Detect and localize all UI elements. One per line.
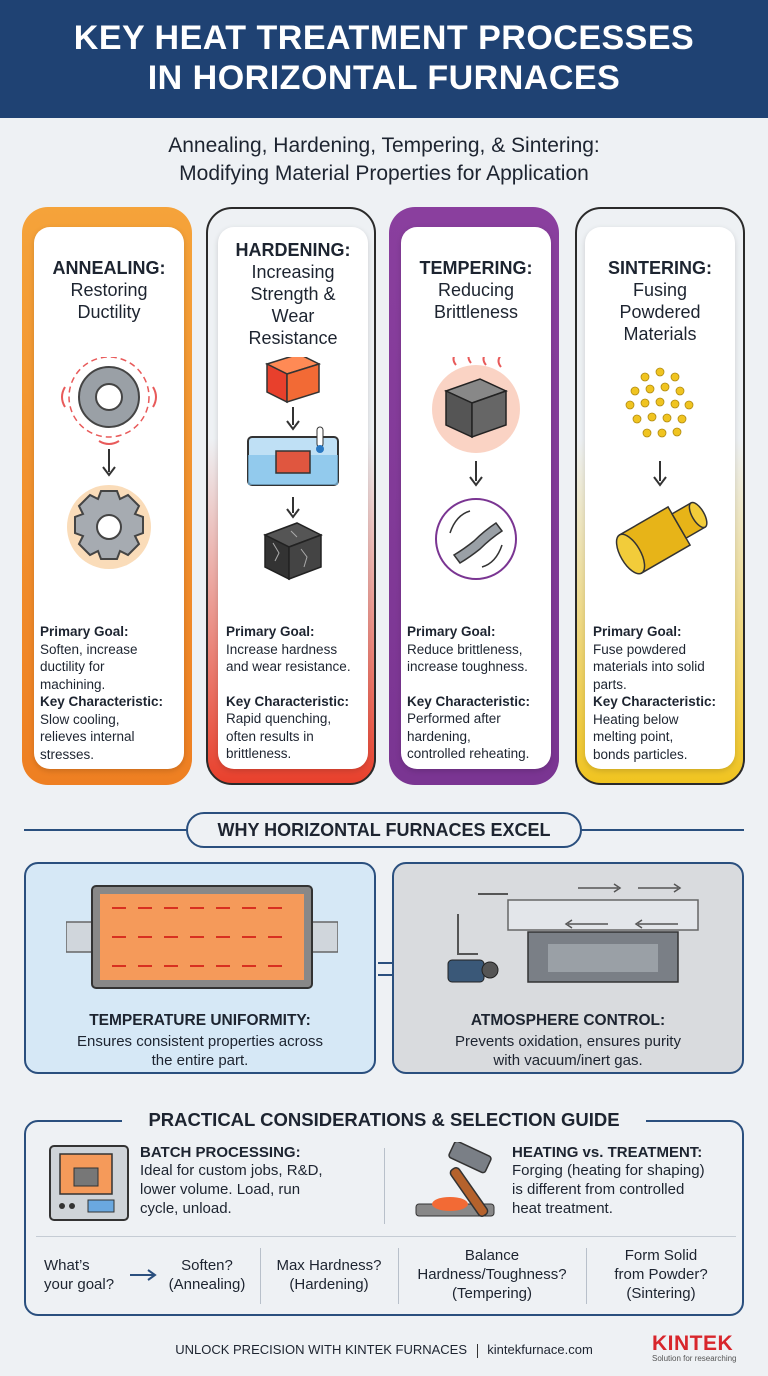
option-hardening: Max Hardness? (Hardening) <box>276 1257 382 1293</box>
footer-text: UNLOCK PRECISION WITH KINTEK FURNACES <box>175 1342 468 1357</box>
temperature-uniformity-text: Ensures consistent properties across the… <box>77 1033 323 1069</box>
gear-stress-relief-icon <box>61 357 157 569</box>
kintek-logo: KINTEK Solution for researching <box>652 1332 737 1363</box>
powder-to-solid-icon <box>615 367 708 575</box>
atmosphere-control-text: Prevents oxidation, ensures purity with … <box>455 1033 681 1069</box>
footer: UNLOCK PRECISION WITH KINTEK FURNACES ki… <box>0 1342 768 1358</box>
subtitle-line-1: Annealing, Hardening, Tempering, & Sinte… <box>168 134 600 157</box>
option-divider <box>586 1248 587 1304</box>
hardening-details: Primary Goal: Increase hardness and wear… <box>226 624 351 761</box>
forging-hammer-icon <box>415 1142 495 1217</box>
annealing-card: ANNEALING: Restoring Ductility Primary G… <box>22 207 192 785</box>
temperature-uniformity-title: TEMPERATURE UNIFORMITY: <box>89 1012 311 1029</box>
why-section-title: WHY HORIZONTAL FURNACES EXCEL <box>186 812 582 848</box>
subtitle-line-2: Modifying Material Properties for Applic… <box>179 162 589 185</box>
footer-url[interactable]: kintekfurnace.com <box>487 1342 593 1357</box>
tempering-card: TEMPERING: Reducing Brittleness Primary … <box>389 207 559 785</box>
tempered-block-icon <box>432 357 520 580</box>
hardening-card: HARDENING: Increasing Strength & Wear Re… <box>206 207 376 785</box>
atmosphere-control-title: ATMOSPHERE CONTROL: <box>470 1012 666 1029</box>
goal-question: What’s your goal? <box>44 1257 115 1293</box>
page-title-line-1: KEY HEAT TREATMENT PROCESSES <box>73 19 695 57</box>
page-title-line-2: IN HORIZONTAL FURNACES <box>147 59 621 97</box>
option-sintering: Form Solid from Powder? (Sintering) <box>614 1247 708 1302</box>
option-divider <box>398 1248 399 1304</box>
heating-vs-treatment-block: HEATING vs. TREATMENT: Forging (heating … <box>512 1144 705 1217</box>
hardening-title: HARDENING: Increasing Strength & Wear Re… <box>235 240 351 348</box>
atmosphere-control-panel: ATMOSPHERE CONTROL: Prevents oxidation, … <box>392 862 744 1074</box>
batch-processing-block: BATCH PROCESSING: Ideal for custom jobs,… <box>140 1144 323 1217</box>
option-divider <box>260 1248 261 1304</box>
sintering-card: SINTERING: Fusing Powdered Materials <box>575 207 745 785</box>
selection-guide-title: PRACTICAL CONSIDERATIONS & SELECTION GUI… <box>122 1106 646 1134</box>
guide-divider <box>384 1148 385 1224</box>
tempering-details: Primary Goal: Reduce brittleness, increa… <box>407 624 531 761</box>
quench-tank-icon <box>247 357 339 581</box>
guide-inner-divider <box>36 1236 736 1237</box>
vacuum-furnace-icon <box>447 883 699 983</box>
furnace-heating-icon <box>66 885 338 989</box>
arrow-right-icon <box>130 1269 157 1281</box>
annealing-details: Primary Goal: Soften, increase ductility… <box>40 624 164 762</box>
temperature-uniformity-panel: TEMPERATURE UNIFORMITY: Ensures consiste… <box>24 862 376 1074</box>
option-tempering: Balance Hardness/Toughness? (Tempering) <box>417 1247 567 1302</box>
page-subtitle: Annealing, Hardening, Tempering, & Sinte… <box>0 132 768 188</box>
annealing-title: ANNEALING: Restoring Ductility <box>52 258 166 322</box>
sintering-details: Primary Goal: Fuse powdered materials in… <box>593 624 717 762</box>
tempering-title: TEMPERING: Reducing Brittleness <box>419 258 533 322</box>
sintering-title: SINTERING: Fusing Powdered Materials <box>607 258 712 344</box>
option-annealing: Soften? (Annealing) <box>168 1257 246 1293</box>
page-header: KEY HEAT TREATMENT PROCESSES IN HORIZONT… <box>0 0 768 118</box>
batch-furnace-icon <box>49 1145 129 1221</box>
